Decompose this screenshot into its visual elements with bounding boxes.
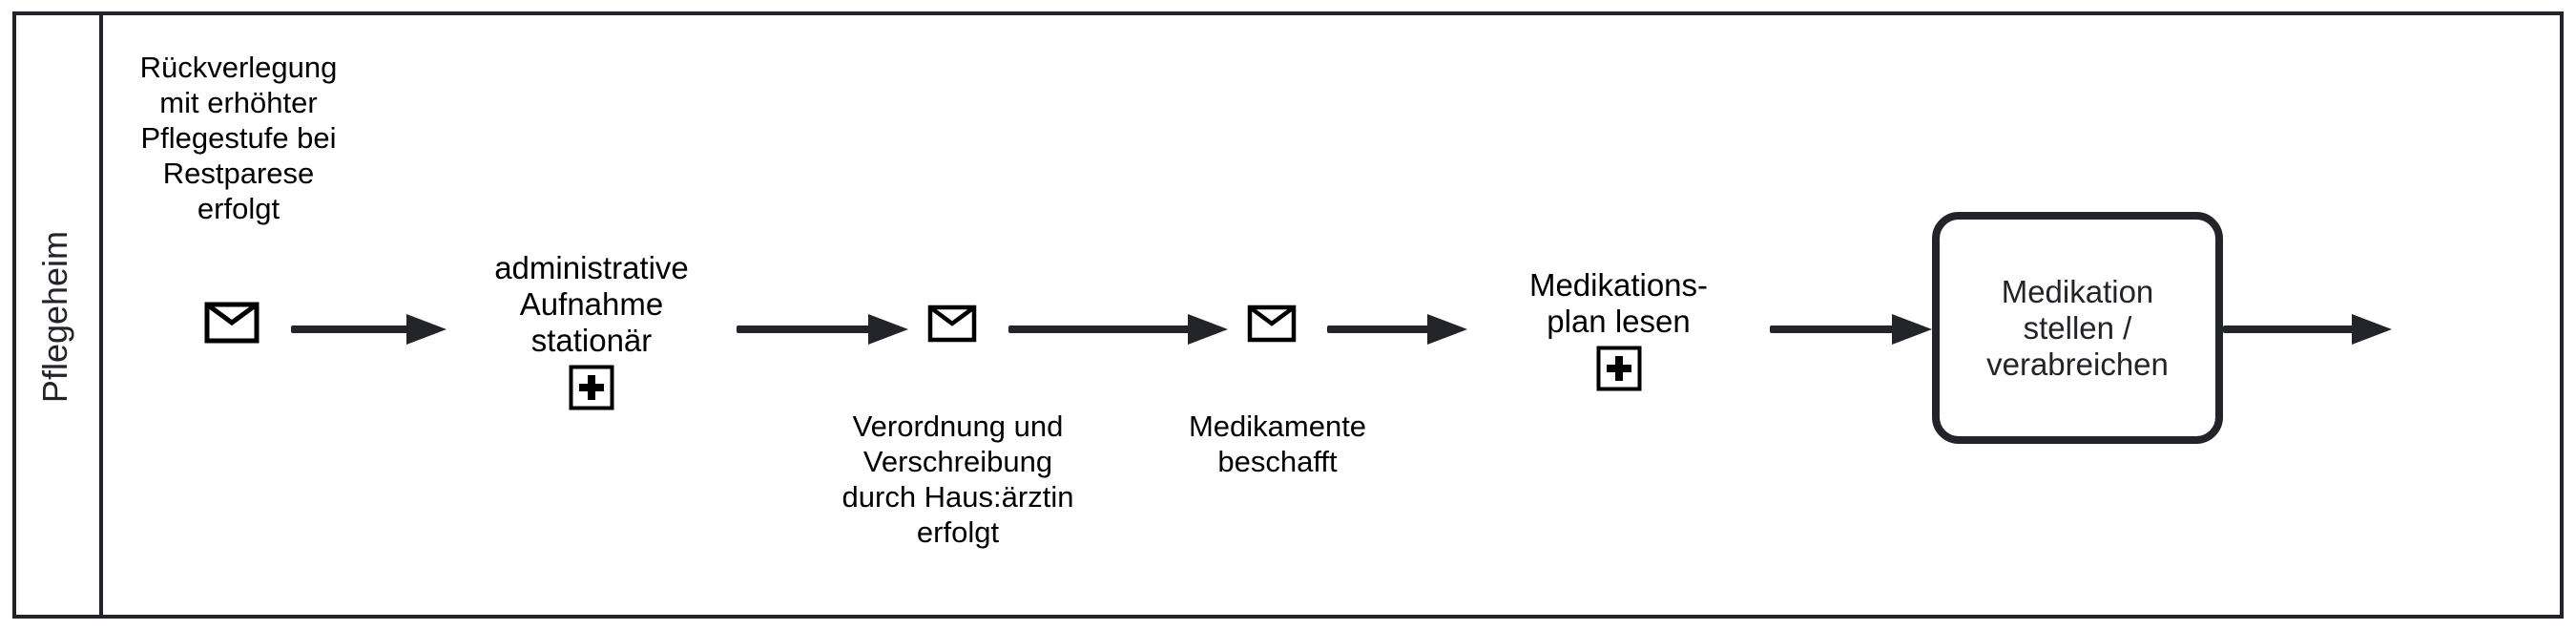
label-line: Rückverlegung bbox=[139, 51, 338, 84]
task-label-line: stellen / bbox=[2023, 309, 2132, 346]
sequence-flow-5[interactable] bbox=[1770, 314, 1932, 345]
task-medikationsplan-lesen[interactable]: Medikations- plan lesen bbox=[1467, 208, 1770, 451]
task-label-line: Aufnahme bbox=[519, 285, 664, 322]
flow-line bbox=[1008, 326, 1199, 333]
task-label-line: verabreichen bbox=[1986, 346, 2169, 382]
start-event-label: Rückverlegung mit erhöhter Pflegestufe b… bbox=[76, 50, 401, 226]
sequence-flow-6[interactable] bbox=[2223, 314, 2392, 345]
task-label-line: Medikation bbox=[2001, 273, 2154, 309]
label-line: Verschreibung bbox=[862, 445, 1053, 478]
message-catch-event-medikamente[interactable] bbox=[1228, 280, 1316, 368]
task-administrative-aufnahme[interactable]: administrative Aufnahme stationär bbox=[447, 208, 737, 452]
envelope-icon bbox=[1247, 304, 1297, 343]
flow-line bbox=[291, 326, 418, 333]
label-line: erfolgt bbox=[916, 515, 1000, 549]
subprocess-plus-icon[interactable] bbox=[1596, 346, 1642, 391]
arrowhead-icon bbox=[2352, 314, 2392, 345]
arrowhead-icon bbox=[1188, 314, 1228, 345]
task-label-line: Medikations- bbox=[1528, 267, 1709, 303]
task-label-line: administrative bbox=[494, 249, 689, 285]
task-label-line: plan lesen bbox=[1547, 304, 1691, 339]
flow-line bbox=[2223, 326, 2363, 333]
label-line: Pflegestufe bei bbox=[140, 121, 337, 155]
lane-label: Pflegeheim bbox=[35, 230, 74, 404]
task-medikation-stellen[interactable]: Medikation stellen / verabreichen bbox=[1932, 212, 2223, 444]
lane-divider bbox=[99, 11, 103, 619]
task-label-line: stationär bbox=[530, 322, 653, 358]
flow-line bbox=[737, 326, 880, 333]
sequence-flow-1[interactable] bbox=[291, 314, 447, 345]
label-line: Restparese bbox=[162, 157, 315, 190]
sequence-flow-4[interactable] bbox=[1327, 314, 1467, 345]
catch-event-label-medikamente: Medikamente beschafft bbox=[1125, 409, 1430, 479]
label-line: durch Haus:ärztin bbox=[841, 480, 1074, 514]
label-line: Verordnung und bbox=[852, 410, 1064, 443]
arrowhead-icon bbox=[406, 314, 447, 345]
arrowhead-icon bbox=[868, 314, 908, 345]
label-line: mit erhöhter bbox=[159, 86, 318, 119]
arrowhead-icon bbox=[1427, 314, 1467, 345]
catch-event-label-verordnung: Verordnung und Verschreibung durch Haus:… bbox=[786, 409, 1130, 550]
flow-line bbox=[1770, 326, 1903, 333]
message-start-event[interactable] bbox=[186, 277, 278, 368]
label-line: Medikamente bbox=[1188, 410, 1367, 443]
end-event[interactable] bbox=[2392, 273, 2478, 359]
label-line: erfolgt bbox=[197, 192, 280, 225]
sequence-flow-3[interactable] bbox=[1008, 314, 1228, 345]
message-catch-event-verordnung[interactable] bbox=[908, 280, 996, 368]
label-line: beschafft bbox=[1217, 445, 1338, 478]
flow-line bbox=[1327, 326, 1439, 333]
envelope-icon bbox=[204, 302, 260, 344]
envelope-icon bbox=[927, 304, 977, 343]
sequence-flow-2[interactable] bbox=[737, 314, 908, 345]
arrowhead-icon bbox=[1892, 314, 1932, 345]
subprocess-plus-icon[interactable] bbox=[569, 365, 614, 410]
